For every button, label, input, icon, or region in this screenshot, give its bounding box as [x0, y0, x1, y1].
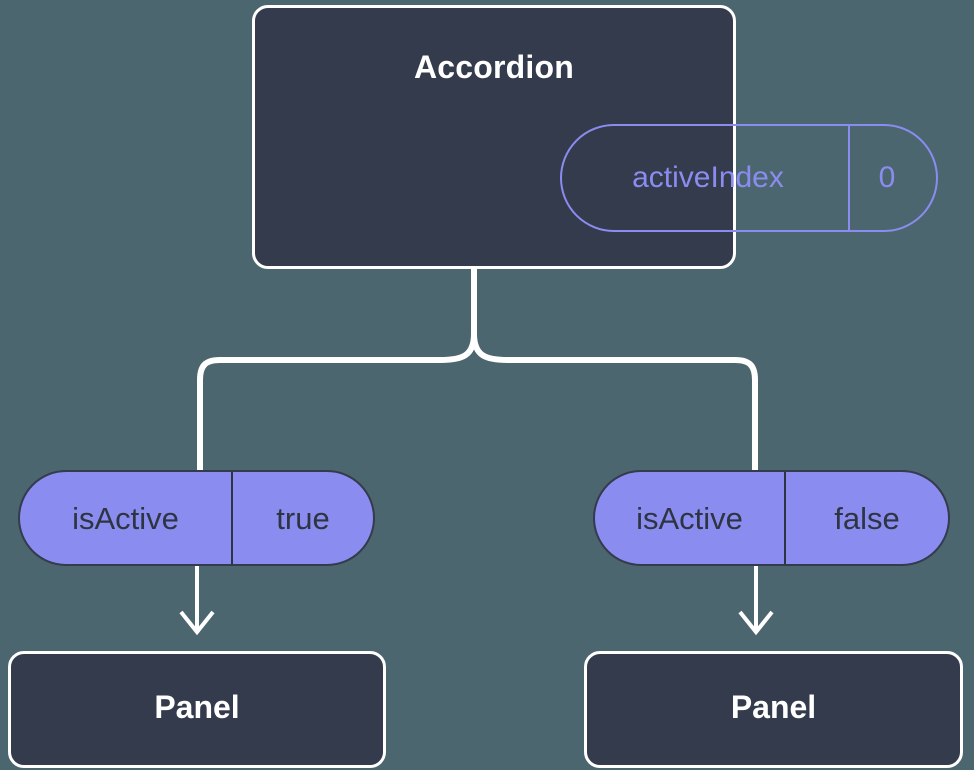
- component-node-panel-right[interactable]: Panel: [584, 651, 963, 768]
- arrow-head-right-icon: [738, 610, 774, 636]
- component-title-panel-right: Panel: [730, 688, 817, 725]
- state-pill-divider: [848, 126, 850, 230]
- component-title-accordion: Accordion: [413, 49, 575, 85]
- prop-key-label-right: isActive: [636, 500, 743, 536]
- component-node-accordion[interactable]: Accordion activeIndex 0: [252, 5, 938, 269]
- prop-pill-divider-left: [231, 472, 233, 564]
- connector-split-left: [197, 333, 477, 381]
- prop-pill-isactive-true[interactable]: isActive true: [18, 470, 375, 566]
- prop-pill-isactive-false[interactable]: isActive false: [593, 470, 950, 566]
- arrow-head-left-icon: [179, 610, 215, 636]
- component-node-panel-left[interactable]: Panel: [8, 651, 386, 768]
- connector-split-right: [471, 333, 758, 381]
- state-pill-activeindex[interactable]: activeIndex 0: [560, 124, 938, 232]
- component-title-panel-left: Panel: [154, 688, 240, 725]
- prop-value-label-left: true: [276, 500, 330, 536]
- state-value-label: 0: [878, 161, 896, 194]
- prop-value-label-right: false: [834, 500, 900, 536]
- prop-pill-divider-right: [784, 472, 786, 564]
- state-key-label: activeIndex: [632, 161, 784, 194]
- prop-key-label-left: isActive: [72, 500, 179, 536]
